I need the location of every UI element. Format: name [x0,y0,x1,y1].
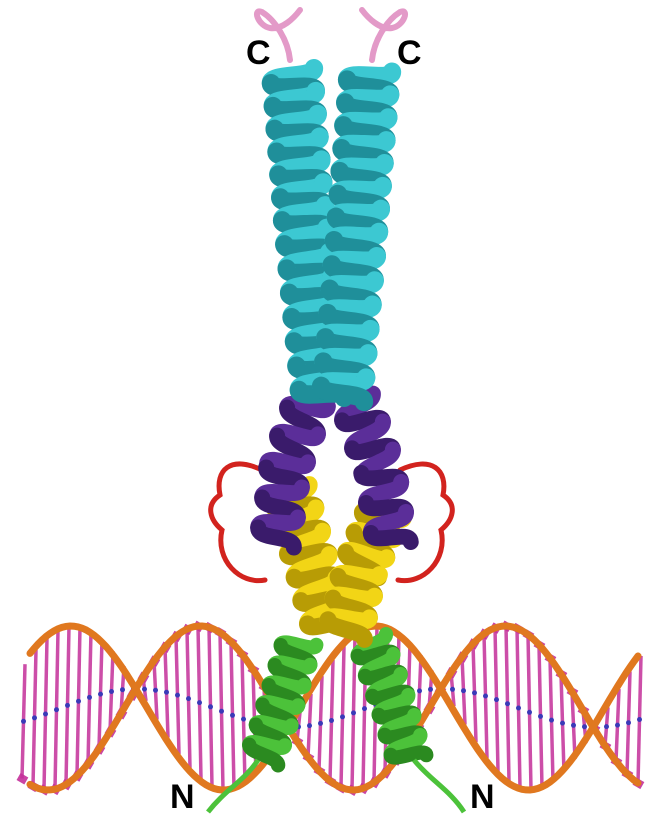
coiled-coil-helix-right [321,72,392,402]
dna-base-tip [186,696,191,701]
dna-base-tip [516,706,521,711]
dna-base-tip [32,715,37,720]
dna-double-helix [17,621,645,796]
dna-base-tip [318,721,323,726]
dna-base-tip [307,723,312,728]
dna-base-tip [582,724,587,729]
dna-base-tip [450,687,455,692]
dna-base-tip [549,718,554,723]
c-terminus-label-right: C [397,36,422,70]
dna-base-tip [560,721,565,726]
dna-base-tip [538,714,543,719]
dna-base-tip [637,717,642,722]
dna-base-tip [472,690,477,695]
dna-base-tip [615,723,620,728]
c-terminus-label-left: C [246,36,271,70]
dna-base-tip [428,687,433,692]
dna-binding-helix-right-turn [391,752,427,757]
n-terminus-label-left: N [170,780,195,814]
dna-base-tip [505,701,510,706]
hinge-helix-right-turn [371,533,411,542]
dna-base-tip [461,688,466,693]
dna-base-tip [219,709,224,714]
coiled-coil-helix-right-turn [321,386,364,402]
dna-base-tip [54,707,59,712]
dna-base-tip [65,703,70,708]
dna-base-tip [175,693,180,698]
n-terminal-tail-right [414,760,464,812]
dna-base-tip [153,688,158,693]
dna-base-tip [197,700,202,705]
dna-base-tip [626,720,631,725]
dna-base-tip [494,697,499,702]
dna-base-tip [109,689,114,694]
dna-sugar [17,773,29,784]
dna-base-tip [98,692,103,697]
dna-base-tip [483,694,488,699]
dna-base-tip [340,714,345,719]
dna-base-tip [604,724,609,729]
dna-base-tip [230,713,235,718]
dna-base-tip [241,717,246,722]
dna-base-tip [208,704,213,709]
dna-base-tip [164,690,169,695]
dna-base-tip [142,687,147,692]
dna-base-tip [21,719,26,724]
dna-base-tip [87,695,92,700]
dna-base-tip [571,723,576,728]
dna-base-tip [417,688,422,693]
dna-base-tip [76,699,81,704]
dna-binding-helix-left [249,642,316,765]
dna-base-tip [329,718,334,723]
dna-base-tip [43,712,48,717]
dna-base-tip [351,710,356,715]
protein-dimer [208,10,464,812]
dna-base-tip [527,710,532,715]
dna-base-tip [120,687,125,692]
n-terminus-label-right: N [470,780,495,814]
dna-base-tip [362,706,367,711]
